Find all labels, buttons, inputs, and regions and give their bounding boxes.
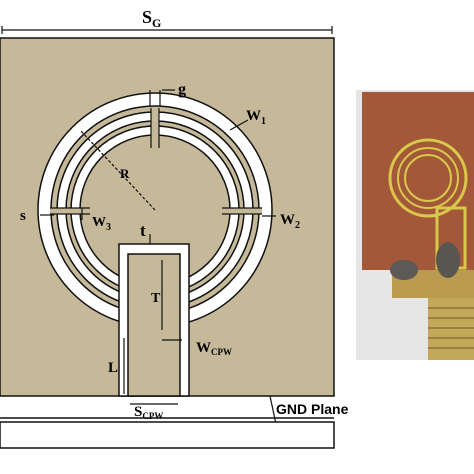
right-gap <box>222 208 262 214</box>
label-g: g <box>178 81 186 98</box>
label-w3: W3 <box>92 215 111 233</box>
label-wcpw: WCPW <box>196 340 232 357</box>
photo-board <box>362 92 474 270</box>
label-w2: W2 <box>280 212 300 231</box>
label-r: R <box>120 166 130 181</box>
label-sg: SG <box>142 7 161 30</box>
label-s: s <box>20 208 26 224</box>
ring-gaps <box>50 108 262 214</box>
label-t-small: t <box>140 221 146 240</box>
top-gap <box>151 108 159 148</box>
left-gap <box>50 208 90 214</box>
label-t-big: T <box>151 291 161 306</box>
label-gnd-plane: GND Plane <box>276 401 349 417</box>
label-l: L <box>108 360 118 376</box>
prototype-photo <box>356 90 474 360</box>
dimension-lines <box>1 26 333 425</box>
cpw-feed-center <box>127 253 181 397</box>
label-scpw: SCPW <box>134 404 163 421</box>
label-w1: W1 <box>246 108 266 127</box>
side-view-substrate <box>0 421 335 449</box>
